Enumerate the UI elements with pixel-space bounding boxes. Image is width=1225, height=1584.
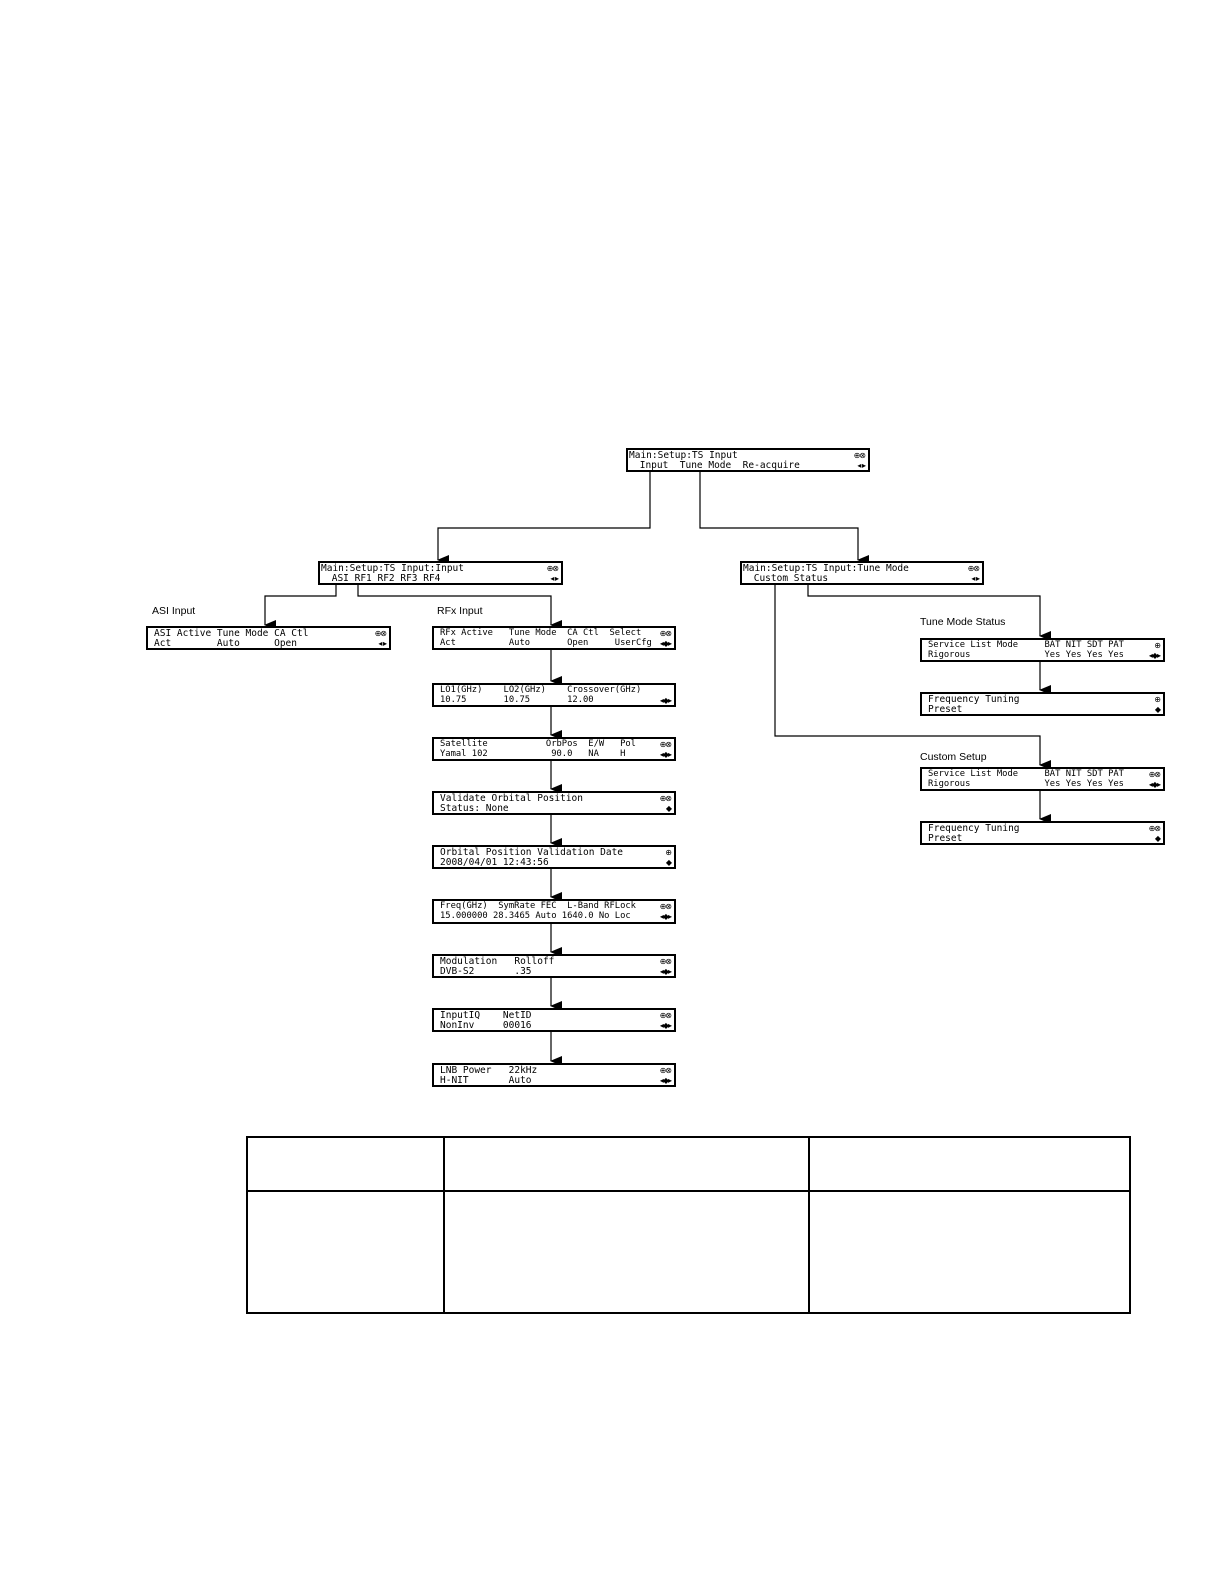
arrow-indicator-icon: ◆ — [665, 858, 672, 867]
lcd-screen-inputiq: InputIQ NetID NonInv 00016 ⊕⊗ ◂◆▸ — [432, 1008, 676, 1032]
lcd-line-2: Input Tune Mode Re-acquire — [634, 460, 800, 471]
lcd-line-2: 15.000000 28.3465 Auto 1640.0 No Loc — [440, 911, 631, 921]
nav-indicator-icon: ⊕⊗ — [659, 1066, 672, 1075]
lcd-screen-frequency: Freq(GHz) SymRate FEC L-Band RFLock 15.0… — [432, 899, 676, 924]
arrow-indicator-icon: ◂◆▸ — [659, 696, 672, 705]
label-custom-setup: Custom Setup — [920, 751, 987, 763]
lcd-line-1: Orbital Position Validation Date — [440, 847, 624, 858]
arrow-indicator-icon: ◂ ▸ — [971, 574, 980, 583]
arrow-indicator-icon: ◂ ▸ — [857, 461, 866, 470]
arrow-indicator-icon: ◂◆▸ — [1148, 780, 1161, 789]
lcd-line-1: LO1(GHz) LO2(GHz) Crossover(GHz) — [440, 685, 642, 695]
lcd-line-2: Act Auto Open — [154, 638, 297, 649]
lcd-screen-satellite: Satellite OrbPos E/W Pol Yamal 102 90.0 … — [432, 737, 676, 761]
nav-indicator-icon: ⊕⊗ — [659, 629, 672, 638]
arrow-indicator-icon: ◂ ▸ — [378, 639, 387, 648]
lcd-line-2: Yamal 102 90.0 NA H — [440, 749, 626, 759]
lcd-line-2: Status: None — [440, 803, 509, 814]
lcd-screen-validate: Validate Orbital Position Status: None ⊕… — [432, 791, 676, 815]
arrow-indicator-icon: ◂◆▸ — [659, 639, 672, 648]
nav-indicator-icon: ⊕⊗ — [1148, 770, 1161, 779]
arrow-indicator-icon: ◆ — [1154, 705, 1161, 714]
lcd-line-2: ASI RF1 RF2 RF3 RF4 — [326, 573, 441, 584]
lcd-screen-validation-date: Orbital Position Validation Date 2008/04… — [432, 845, 676, 869]
lcd-screen-asi: ASI Active Tune Mode CA Ctl Act Auto Ope… — [146, 626, 391, 650]
lcd-screen-tune-mode: Main:Setup:TS Input:Tune Mode Custom Sta… — [740, 561, 984, 585]
arrow-indicator-icon: ◂◆▸ — [659, 967, 672, 976]
arrow-indicator-icon: ◂◆▸ — [659, 750, 672, 759]
nav-indicator-icon: ⊕⊗ — [659, 957, 672, 966]
nav-indicator-icon: ⊕⊗ — [659, 794, 672, 803]
nav-indicator-icon: ⊕⊗ — [853, 451, 866, 460]
lcd-screen-lo: LO1(GHz) LO2(GHz) Crossover(GHz) 10.75 1… — [432, 683, 676, 707]
nav-indicator-icon: ⊕⊗ — [374, 629, 387, 638]
lcd-line-2: DVB-S2 .35 — [440, 966, 532, 977]
nav-indicator-icon: ⊕ — [665, 848, 672, 857]
lcd-line-2: 2008/04/01 12:43:56 — [440, 857, 549, 868]
lcd-line-1: Freq(GHz) SymRate FEC L-Band RFLock — [440, 901, 636, 911]
lcd-line-1: Modulation Rolloff — [440, 956, 555, 967]
nav-indicator-icon: ⊕⊗ — [967, 564, 980, 573]
label-tune-mode-status: Tune Mode Status — [920, 616, 1006, 628]
arrow-indicator-icon: ◂◆▸ — [659, 912, 672, 921]
lcd-line-1: Satellite OrbPos E/W Pol — [440, 739, 636, 749]
lcd-screen-ts-input: Main:Setup:TS Input Input Tune Mode Re-a… — [626, 448, 870, 472]
lcd-line-2: Rigorous Yes Yes Yes Yes — [928, 650, 1124, 660]
lcd-line-2: Custom Status — [748, 573, 829, 584]
lcd-line-1: Service List Mode BAT NIT SDT PAT — [928, 640, 1124, 650]
lcd-line-2: Act Auto Open UserCfg — [440, 638, 652, 648]
lcd-screen-input: Main:Setup:TS Input:Input ASI RF1 RF2 RF… — [318, 561, 563, 585]
nav-indicator-icon: ⊕⊗ — [546, 564, 559, 573]
nav-indicator-icon: ⊕⊗ — [659, 1011, 672, 1020]
lcd-line-2: NonInv 00016 — [440, 1020, 532, 1031]
lcd-line-1: LNB Power 22kHz — [440, 1065, 538, 1076]
lcd-line-1: ASI Active Tune Mode CA Ctl — [154, 628, 309, 639]
nav-indicator-icon: ⊕ — [1154, 641, 1161, 650]
empty-table — [246, 1136, 1131, 1314]
arrow-indicator-icon: ◆ — [1154, 834, 1161, 843]
lcd-line-2: Preset — [928, 833, 963, 844]
lcd-screen-cs-service-list: Service List Mode BAT NIT SDT PAT Rigoro… — [920, 767, 1165, 791]
arrow-indicator-icon: ◆ — [665, 804, 672, 813]
arrow-indicator-icon: ◂◆▸ — [1148, 651, 1161, 660]
lcd-line-2: 10.75 10.75 12.00 — [440, 695, 594, 705]
nav-indicator-icon: ⊕ — [1154, 695, 1161, 704]
lcd-screen-lnb: LNB Power 22kHz H-NIT Auto ⊕⊗ ◂◆▸ — [432, 1063, 676, 1087]
label-rfx-input: RFx Input — [437, 605, 483, 617]
lcd-line-2: Preset — [928, 704, 963, 715]
lcd-screen-rfx: RFx Active Tune Mode CA Ctl Select Act A… — [432, 626, 676, 650]
table-column-divider — [808, 1138, 810, 1312]
lcd-line-1: InputIQ NetID — [440, 1010, 532, 1021]
lcd-screen-tms-service-list: Service List Mode BAT NIT SDT PAT Rigoro… — [920, 638, 1165, 662]
lcd-line-1: Main:Setup:TS Input:Tune Mode — [743, 563, 909, 574]
nav-indicator-icon: ⊕⊗ — [659, 740, 672, 749]
lcd-screen-modulation: Modulation Rolloff DVB-S2 .35 ⊕⊗ ◂◆▸ — [432, 954, 676, 978]
arrow-indicator-icon: ◂ ▸ — [550, 574, 559, 583]
nav-indicator-icon: ⊕⊗ — [659, 902, 672, 911]
label-asi-input: ASI Input — [152, 605, 196, 617]
lcd-screen-tms-frequency-tuning: Frequency Tuning Preset ⊕ ◆ — [920, 692, 1165, 716]
lcd-line-1: Frequency Tuning — [928, 823, 1020, 834]
lcd-line-1: Frequency Tuning — [928, 694, 1020, 705]
nav-indicator-icon: ⊕⊗ — [1148, 824, 1161, 833]
arrow-indicator-icon: ◂◆▸ — [659, 1021, 672, 1030]
table-column-divider — [443, 1138, 445, 1312]
lcd-line-1: RFx Active Tune Mode CA Ctl Select — [440, 628, 642, 638]
lcd-line-1: Service List Mode BAT NIT SDT PAT — [928, 769, 1124, 779]
table-header-divider — [248, 1190, 1129, 1192]
lcd-line-1: Validate Orbital Position — [440, 793, 583, 804]
lcd-line-2: Rigorous Yes Yes Yes Yes — [928, 779, 1124, 789]
lcd-line-2: H-NIT Auto — [440, 1075, 532, 1086]
lcd-line-1: Main:Setup:TS Input — [629, 450, 738, 461]
arrow-indicator-icon: ◂◆▸ — [659, 1076, 672, 1085]
lcd-line-1: Main:Setup:TS Input:Input — [321, 563, 464, 574]
lcd-screen-cs-frequency-tuning: Frequency Tuning Preset ⊕⊗ ◆ — [920, 821, 1165, 845]
